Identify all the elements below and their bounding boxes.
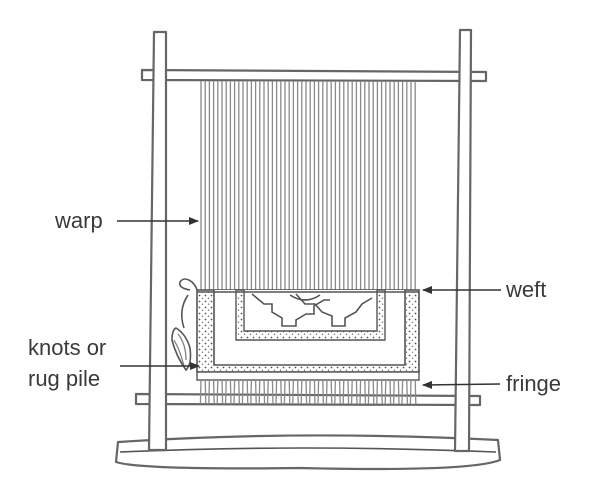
fringe-thread — [254, 379, 257, 405]
label-fringe: fringe — [422, 371, 561, 396]
fringe-thread — [334, 379, 337, 405]
fringe-thread — [325, 379, 328, 405]
fringe-thread — [250, 379, 253, 405]
loom-base — [114, 434, 502, 471]
fringe-thread — [292, 379, 295, 405]
fringe-thread — [409, 379, 412, 405]
label-weft-text: weft — [505, 277, 546, 302]
fringe-thread — [389, 379, 392, 405]
fringe-thread — [271, 379, 274, 405]
fringe-thread — [406, 379, 409, 405]
rug — [196, 289, 420, 381]
label-weft: weft — [422, 277, 546, 302]
fringe-thread — [401, 379, 404, 405]
fringe-thread — [367, 379, 370, 405]
fringe-thread — [364, 379, 367, 405]
fringe-thread — [266, 379, 269, 405]
label-knots-line2: rug pile — [28, 366, 100, 391]
warp-threads — [200, 81, 416, 290]
fringe-thread — [216, 379, 219, 405]
fringe-thread — [263, 379, 266, 405]
label-knots-line1: knots or — [28, 335, 106, 360]
fringe-thread — [350, 379, 353, 405]
fringe-thread — [305, 379, 308, 405]
fringe-thread — [238, 379, 241, 405]
fringe-thread — [212, 379, 215, 405]
fringe-thread — [241, 379, 244, 405]
fringe-thread — [397, 379, 400, 405]
fringe-thread — [308, 379, 311, 405]
fringe-threads — [199, 379, 417, 405]
label-knots: knots or rug pile — [28, 335, 200, 391]
fringe-thread — [258, 379, 261, 405]
fringe-thread — [372, 379, 375, 405]
fringe-thread — [342, 379, 345, 405]
arrow-fringe — [422, 380, 501, 389]
loom-left-upright — [147, 30, 168, 452]
fringe-thread — [359, 379, 362, 405]
fringe-thread — [330, 379, 333, 405]
shuttle-icon — [171, 278, 198, 372]
fringe-thread — [347, 379, 350, 405]
fringe-thread — [376, 379, 379, 405]
fringe-thread — [313, 379, 316, 405]
fringe-thread — [300, 379, 303, 405]
fringe-thread — [229, 379, 232, 405]
fringe-thread — [233, 379, 236, 405]
fringe-thread — [275, 379, 278, 405]
fringe-thread — [199, 379, 202, 405]
fringe-thread — [280, 379, 283, 405]
label-warp: warp — [54, 208, 199, 233]
fringe-thread — [246, 379, 249, 405]
loom-top-beam — [140, 68, 488, 83]
fringe-thread — [338, 379, 341, 405]
fringe-thread — [221, 379, 224, 405]
label-warp-text: warp — [54, 208, 103, 233]
fringe-thread — [204, 379, 207, 405]
fringe-thread — [283, 379, 286, 405]
fringe-thread — [384, 379, 387, 405]
fringe-thread — [224, 379, 227, 405]
fringe-thread — [296, 379, 299, 405]
loom-right-upright — [453, 28, 473, 453]
loom-bottom-beam — [134, 392, 482, 407]
fringe-thread — [380, 379, 383, 405]
fringe-thread — [414, 379, 417, 405]
fringe-thread — [322, 379, 325, 405]
fringe-thread — [392, 379, 395, 405]
fringe-thread — [355, 379, 358, 405]
fringe-thread — [317, 379, 320, 405]
fringe-thread — [208, 379, 211, 405]
label-fringe-text: fringe — [506, 371, 561, 396]
fringe-thread — [288, 379, 291, 405]
